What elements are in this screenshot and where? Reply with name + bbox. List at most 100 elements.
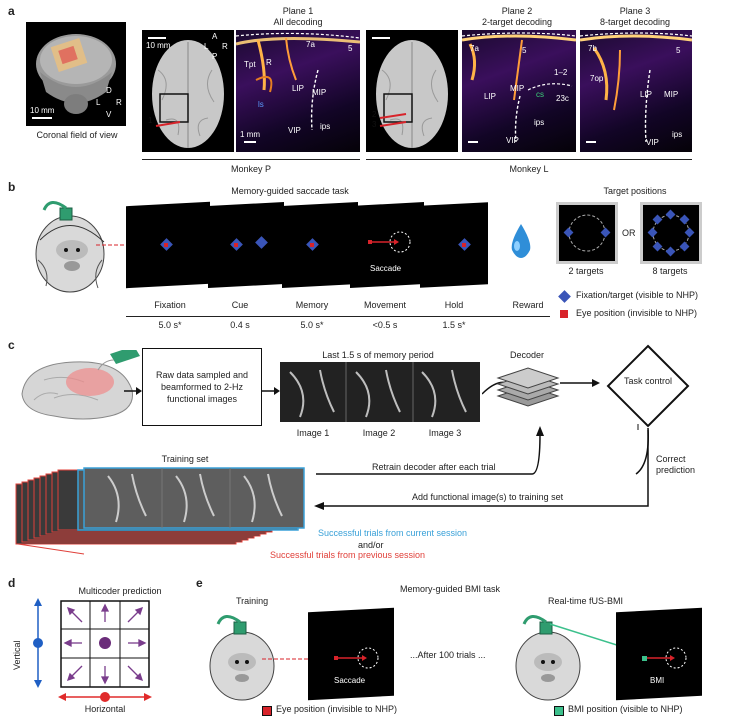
p1-label-ls: ls xyxy=(258,100,264,109)
plane-marker-1: 1 xyxy=(148,116,153,125)
p3-label-ips: ips xyxy=(672,130,683,139)
p2-label-vip: VIP xyxy=(506,136,519,145)
monkey-bmi-illustration xyxy=(506,606,592,702)
plane1-subtitle: All decoding xyxy=(273,17,323,27)
p2-label-23c: 23c xyxy=(556,94,569,103)
screen-cue xyxy=(208,202,284,288)
p3-label-5: 5 xyxy=(676,46,681,55)
multicoder-title: Multicoder prediction xyxy=(78,586,162,596)
previous-session-label: Successful trials from previous session xyxy=(270,550,426,560)
panel-label-a: a xyxy=(8,4,15,18)
eye-dot-icon xyxy=(164,243,168,247)
p3-label-7b: 7b xyxy=(588,44,597,53)
correct-prediction-label: Correct prediction xyxy=(656,454,696,475)
eight-targets-label: 8 targets xyxy=(652,266,688,276)
p1-label-lip: LIP xyxy=(292,84,305,93)
duration-hold: 1.5 s* xyxy=(442,320,466,330)
phase-fixation: Fixation xyxy=(154,300,186,310)
coronal-caption: Coronal field of view xyxy=(36,130,118,140)
brain-p-scale: 10 mm xyxy=(146,41,171,50)
horizontal-label: Horizontal xyxy=(84,704,126,714)
bmi-cursor-arrow xyxy=(642,647,687,669)
two-targets-label: 2 targets xyxy=(568,266,604,276)
multicoder-grid xyxy=(60,600,150,688)
p1-label-tpt: Tpt xyxy=(244,60,256,69)
phase-hold: Hold xyxy=(444,300,464,310)
brain-p-compass-a: A xyxy=(212,32,218,41)
functional-images-strip xyxy=(280,362,480,422)
reward-drop-icon xyxy=(508,222,534,260)
p3-label-mip: MIP xyxy=(664,90,679,99)
memory-eye-dot-icon xyxy=(310,243,314,247)
saccade-label: Saccade xyxy=(370,264,402,273)
plane1-fus-image: 7a 5 Tpt R LIP MIP ls VIP ips 1 mm xyxy=(236,30,360,152)
decoder-stack-icon xyxy=(488,364,564,414)
panel-label-d: d xyxy=(8,576,16,590)
legend-e-bmi-icon xyxy=(554,706,564,716)
screen-memory xyxy=(282,202,358,288)
arrow-to-task-control xyxy=(560,379,600,387)
phase-timeline xyxy=(126,316,550,317)
task-control-label: Task control xyxy=(623,376,673,386)
eight-target-layout xyxy=(640,202,702,264)
p2-label-mip: MIP xyxy=(510,84,525,93)
p2-label-lip: LIP xyxy=(484,92,497,101)
brain-p-compass-l: L xyxy=(204,42,209,51)
target-positions-title: Target positions xyxy=(603,186,667,196)
plane2-fus-image: 7a 5 1–2 LIP MIP cs 23c ips VIP xyxy=(462,30,576,152)
duration-movement: <0.5 s xyxy=(372,320,398,330)
compass-d: D xyxy=(106,86,112,95)
training-set-label: Training set xyxy=(161,454,209,464)
p2-label-ips: ips xyxy=(534,118,545,127)
plane1-title: Plane 1 xyxy=(282,6,314,16)
image1-label: Image 1 xyxy=(296,428,330,438)
p3-label-lip: LIP xyxy=(640,90,653,99)
p2-label-7a: 7a xyxy=(470,44,479,53)
legend-eye-icon xyxy=(560,310,568,318)
training-label: Training xyxy=(236,596,269,606)
monkey-p-label: Monkey P xyxy=(230,164,272,174)
screen-hold xyxy=(420,202,488,288)
cue-eye-dot-icon xyxy=(234,243,238,247)
add-images-label: Add functional image(s) to training set xyxy=(412,492,564,502)
compass-r: R xyxy=(116,98,122,107)
duration-fixation: 5.0 s* xyxy=(158,320,182,330)
or-label: OR xyxy=(622,228,636,238)
feedback-arrows xyxy=(314,424,649,510)
panel-label-e: e xyxy=(196,576,203,590)
raw-data-text: Raw data sampled and beamformed to 2-Hz … xyxy=(155,370,249,404)
two-target-layout xyxy=(556,202,618,264)
brain-p-compass-r: R xyxy=(222,42,228,51)
plane-marker-3: 3 xyxy=(372,120,377,129)
realtime-label: Real-time fUS-BMI xyxy=(548,596,624,606)
p2-label-5: 5 xyxy=(522,46,527,55)
image2-label: Image 2 xyxy=(362,428,396,438)
after-trials-label: ...After 100 trials ... xyxy=(410,650,486,660)
training-set-stack xyxy=(12,466,312,558)
arrow-to-images xyxy=(262,387,280,395)
p1-label-mip: MIP xyxy=(312,88,327,97)
monkey-brain-side-illustration xyxy=(14,346,140,430)
panel-label-c: c xyxy=(8,338,15,352)
plane2-title: Plane 2 xyxy=(501,6,533,16)
plane2-subtitle: 2-target decoding xyxy=(481,17,553,27)
phase-cue: Cue xyxy=(231,300,249,310)
monkey-l-label: Monkey L xyxy=(509,164,549,174)
p1-label-7a: 7a xyxy=(306,40,315,49)
monkey-p-brain-image: 10 mm A L R P 1 xyxy=(142,30,234,152)
saccade-task-title: Memory-guided saccade task xyxy=(231,186,349,196)
plane3-fus-image: 7b 5 7op LIP MIP VIP ips xyxy=(580,30,692,152)
p1-label-ips: ips xyxy=(320,122,331,131)
phase-movement: Movement xyxy=(363,300,407,310)
legend-e-bmi-label: BMI position (visible to NHP) xyxy=(568,704,683,714)
raw-data-box: Raw data sampled and beamformed to 2-Hz … xyxy=(142,348,262,426)
p1-label-r: R xyxy=(266,58,272,67)
plane3-subtitle: 8-target decoding xyxy=(599,17,671,27)
vertical-axis-arrow xyxy=(33,598,43,688)
p1-label-vip: VIP xyxy=(288,126,301,135)
monkey-l-brain-image: 2 3 xyxy=(366,30,458,152)
phase-reward: Reward xyxy=(512,300,544,310)
and-or-label: and/or xyxy=(358,540,384,550)
duration-memory: 5.0 s* xyxy=(300,320,324,330)
brain-p-compass-p: P xyxy=(212,52,218,61)
